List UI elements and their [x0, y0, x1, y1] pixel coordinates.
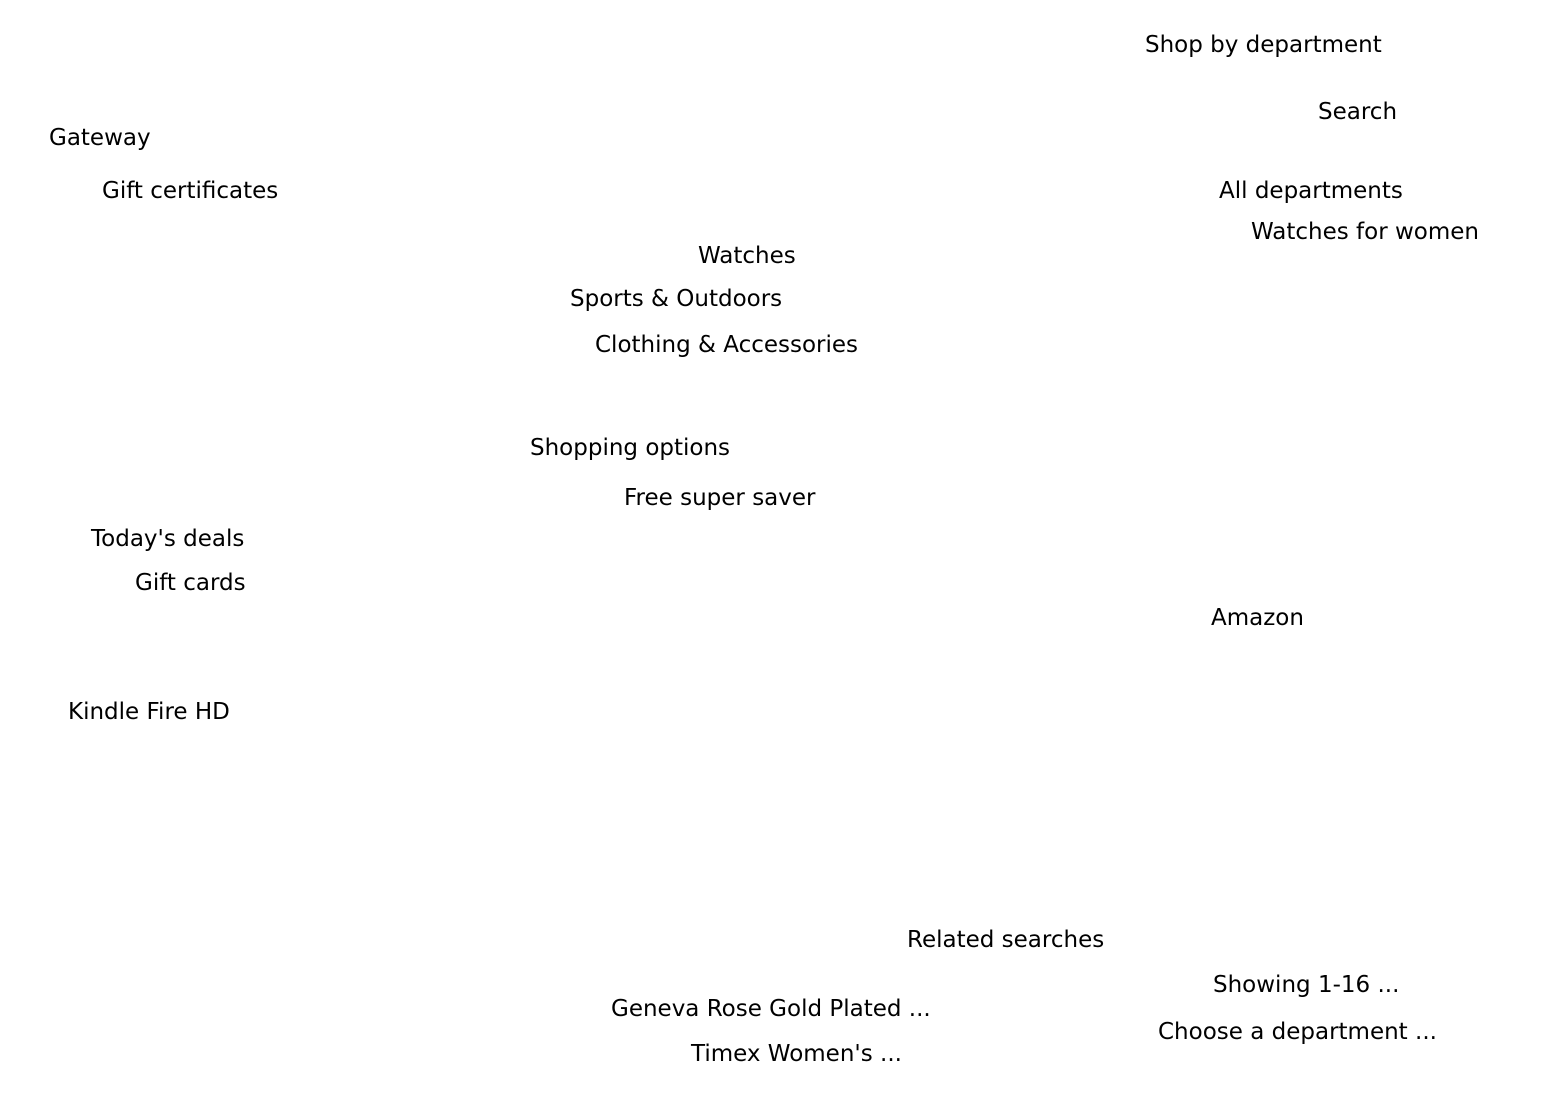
category-sports-outdoors-link[interactable]: Sports & Outdoors: [570, 286, 783, 312]
free-super-saver-checkbox[interactable]: Free super saver: [624, 485, 816, 511]
gift-cards-link[interactable]: Gift cards: [135, 570, 246, 596]
amazon-logo-link[interactable]: Amazon: [1211, 605, 1304, 631]
search-button[interactable]: Search: [1318, 99, 1398, 125]
shop-by-department-link[interactable]: Shop by department: [1145, 32, 1382, 58]
choose-department-link[interactable]: Choose a department ...: [1158, 1019, 1437, 1045]
search-input[interactable]: Watches for women: [1251, 219, 1480, 245]
category-clothing-accessories-link[interactable]: Clothing & Accessories: [595, 332, 859, 358]
results-count-text: Showing 1-16 ...: [1213, 972, 1400, 998]
all-departments-select[interactable]: All departments: [1219, 178, 1403, 204]
related-search-item[interactable]: Timex Women's ...: [691, 1041, 902, 1067]
todays-deals-link[interactable]: Today's deals: [91, 526, 245, 552]
gateway-link[interactable]: Gateway: [49, 125, 151, 151]
related-search-item[interactable]: Geneva Rose Gold Plated ...: [611, 996, 931, 1022]
gift-certificates-link[interactable]: Gift certificates: [102, 178, 279, 204]
related-searches-heading: Related searches: [907, 927, 1105, 953]
kindle-fire-hd-link[interactable]: Kindle Fire HD: [68, 699, 230, 725]
shopping-options-heading: Shopping options: [530, 435, 731, 461]
category-watches-link[interactable]: Watches: [698, 243, 796, 269]
